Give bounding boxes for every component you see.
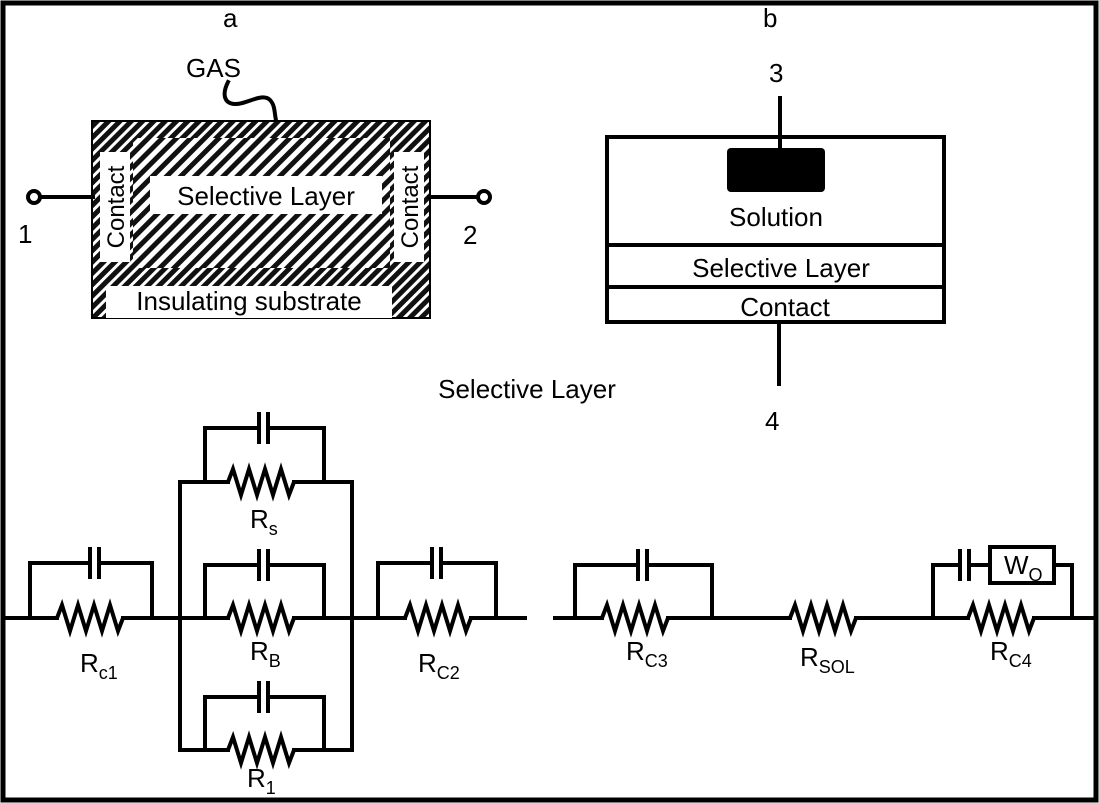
substrate-text: Insulating substrate	[136, 286, 361, 316]
terminal-2-node	[476, 189, 492, 205]
selective-layer-b-text: Selective Layer	[692, 253, 870, 283]
selective-layer-box	[150, 176, 382, 214]
rc4-label: RC4	[990, 636, 1032, 671]
selective-layer-text: Selective Layer	[177, 181, 355, 211]
terminal-2-label: 2	[463, 220, 477, 250]
warburg-box	[988, 545, 1056, 585]
solution-text: Solution	[729, 202, 823, 232]
contact-right-text: Contact	[397, 165, 424, 248]
panel-a-label: a	[223, 3, 238, 33]
terminal-1-label: 1	[18, 219, 32, 249]
parallel-group	[178, 412, 354, 770]
panel-a: a GAS Selective Layer Insulating substra…	[18, 3, 492, 319]
rc1-element	[28, 547, 154, 638]
sensor-top-edge	[93, 122, 429, 138]
panel-b: b 3 Solution Selective Layer Contact 4	[605, 3, 946, 436]
gas-label: GAS	[186, 53, 241, 83]
rc3-label: RC3	[626, 636, 668, 671]
rc1-label: Rc1	[80, 648, 118, 683]
panel-b-label: b	[763, 3, 777, 33]
rsol-element	[710, 598, 935, 638]
terminal-4-label: 4	[765, 406, 779, 436]
contact-left-text: Contact	[103, 165, 130, 248]
rc4-element	[931, 545, 1074, 638]
gas-line	[222, 79, 280, 127]
wo-label: WO	[1004, 550, 1043, 585]
circuit-a: Rc1 Rs RB R1 RC2	[1, 412, 527, 798]
contact-left-box	[100, 152, 130, 262]
terminal-1-node	[26, 189, 42, 205]
rb-label: RB	[250, 636, 281, 671]
circuit-b: WO RC3 RSOL RC4	[553, 545, 1098, 677]
rc2-label: RC2	[418, 648, 460, 683]
terminal-3-label: 3	[769, 58, 783, 88]
contact-right-box	[394, 152, 424, 262]
rc3-element	[573, 549, 714, 638]
cell-box	[605, 135, 946, 324]
rc2-element	[376, 547, 498, 638]
rsol-label: RSOL	[800, 642, 855, 677]
substrate-box	[106, 286, 392, 318]
caption-selective-layer: Selective Layer	[438, 374, 616, 404]
r1-label: R1	[247, 763, 276, 798]
electrode	[727, 148, 825, 192]
contact-b-text: Contact	[740, 292, 830, 322]
rs-label: Rs	[250, 504, 278, 539]
